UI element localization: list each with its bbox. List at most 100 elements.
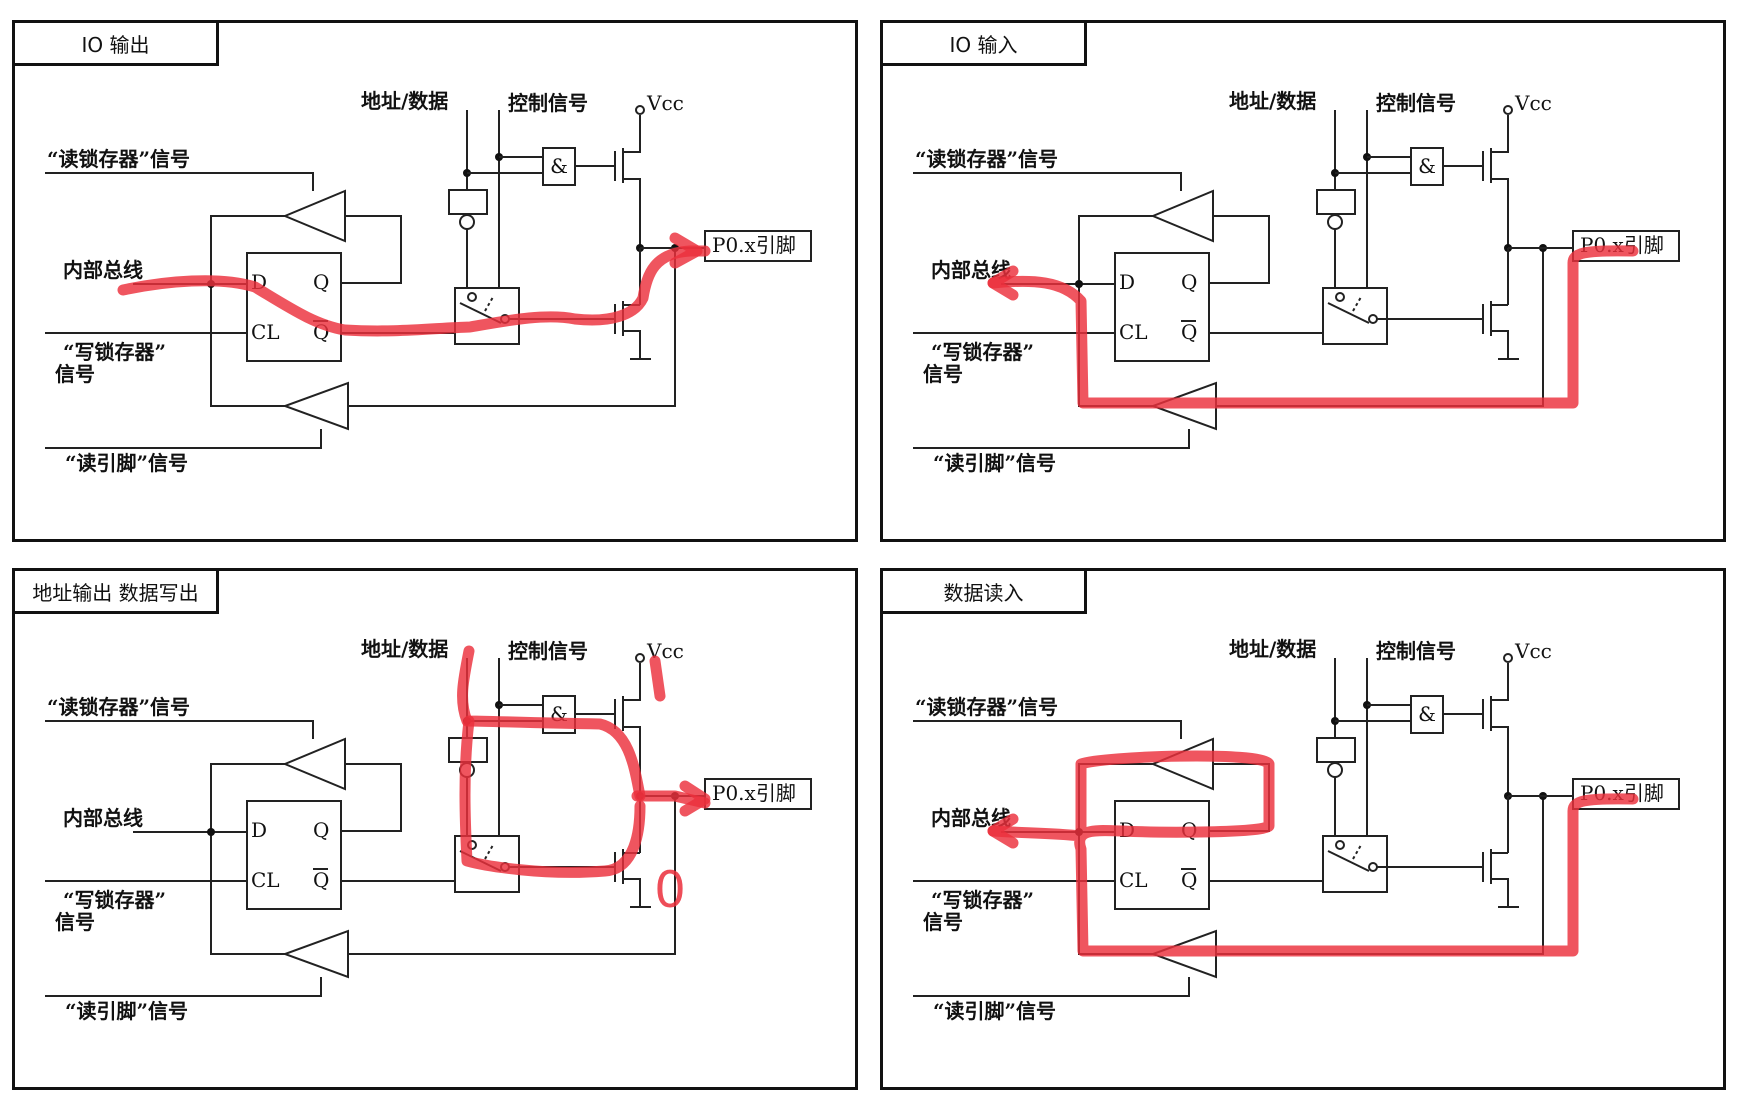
pin-label: P0.x引脚 [712, 781, 796, 805]
mux-control-dash [1352, 844, 1362, 860]
upper-fet-drain [1491, 663, 1509, 701]
label-write-latch-signal-2: 信号 [55, 362, 95, 386]
inverter-block [1316, 737, 1356, 763]
lower-fet-source [623, 330, 641, 359]
mux-lever [1327, 850, 1370, 872]
tri-buffer-latch [1150, 189, 1214, 243]
wire-pin-feedback [348, 796, 676, 955]
ff-label-q: Q [1181, 270, 1197, 294]
wire-q-to-buffer [341, 215, 402, 284]
read-pin-line [913, 429, 1190, 449]
inverter-bubble [635, 653, 645, 663]
pin-box [704, 778, 812, 810]
d-flipflop [246, 800, 342, 910]
d-flipflop [1114, 252, 1210, 362]
pin-label: P0.x引脚 [712, 233, 796, 257]
panel-title: 地址输出 数据写出 [15, 571, 219, 614]
signal-path-input [987, 245, 1639, 409]
signal-path-arrowhead [679, 780, 711, 817]
panel-title: IO 输出 [15, 23, 219, 66]
ff-label-cl: CL [251, 320, 280, 344]
lower-fet-source [1491, 878, 1509, 907]
label-read-latch-signal: “读锁存器”信号 [47, 695, 190, 719]
inverter-bubble [635, 105, 645, 115]
label-address-data: 地址/数据 [361, 89, 448, 113]
upper-fet-source [623, 178, 641, 248]
and-gate-label: & [1418, 702, 1436, 726]
signal-path-arrowhead [987, 265, 1019, 301]
inverter-bubble [1327, 214, 1343, 230]
read-latch-line [913, 172, 1182, 191]
mark-stroke [649, 655, 666, 702]
tri-buffer-pin [282, 381, 349, 431]
upper-fet-source [1491, 726, 1509, 796]
read-latch-line [913, 720, 1182, 739]
label-write-latch-signal: “写锁存器” [931, 888, 1034, 912]
tri-buffer-latch [282, 737, 346, 791]
label-address-data: 地址/数据 [1229, 637, 1316, 661]
read-latch-line [45, 172, 314, 191]
label-read-pin-signal: “读引脚”信号 [65, 999, 188, 1023]
label-read-pin-signal: “读引脚”信号 [933, 999, 1056, 1023]
ff-label-qbar: Q [1181, 320, 1197, 344]
panel-title: IO 输入 [883, 23, 1087, 66]
ff-label-qbar: Q [1181, 868, 1197, 892]
label-control-signal: 控制信号 [1376, 639, 1456, 663]
label-write-latch-signal: “写锁存器” [63, 340, 166, 364]
wire-pin-feedback [348, 248, 676, 407]
read-latch-line [45, 720, 314, 739]
wire-q-to-buffer [341, 763, 402, 832]
lower-fet-source [623, 878, 641, 907]
wire-bus-rail [210, 215, 285, 407]
inverter-bubble [1335, 840, 1345, 850]
label-vcc: Vcc [1514, 639, 1552, 663]
label-read-latch-signal: “读锁存器”信号 [915, 695, 1058, 719]
pin-box [704, 230, 812, 262]
label-internal-bus: 内部总线 [63, 258, 143, 282]
ff-label-d: D [251, 818, 267, 842]
label-read-latch-signal: “读锁存器”信号 [915, 147, 1058, 171]
panel-title: 数据读入 [883, 571, 1087, 614]
junction-dot [207, 828, 215, 836]
label-write-latch-signal: “写锁存器” [63, 888, 166, 912]
ff-label-cl: CL [1119, 320, 1148, 344]
inverter-bubble [1368, 862, 1378, 872]
signal-path-arrowhead [669, 232, 703, 269]
ff-label-cl: CL [251, 868, 280, 892]
ff-label-qbar: Q [313, 868, 329, 892]
mux-control-dash [484, 844, 494, 860]
mux-control-dash [484, 296, 494, 312]
signal-path-output [117, 245, 711, 337]
label-read-pin-signal: “读引脚”信号 [65, 451, 188, 475]
mux-lever [1327, 302, 1370, 324]
label-write-latch-signal-2: 信号 [55, 910, 95, 934]
label-write-latch-signal-2: 信号 [923, 910, 963, 934]
read-pin-line [45, 429, 322, 449]
tri-buffer-pin [282, 929, 349, 979]
ff-label-q: Q [313, 818, 329, 842]
and-gate-label: & [1418, 154, 1436, 178]
tri-buffer-latch [1150, 737, 1214, 791]
ff-label-cl: CL [1119, 868, 1148, 892]
label-write-latch-signal-2: 信号 [923, 362, 963, 386]
lower-fet-source [1491, 330, 1509, 359]
wire-q-to-buffer [1209, 763, 1270, 832]
read-pin-line [45, 977, 322, 997]
and-gate [542, 147, 576, 186]
and-gate-label: & [550, 154, 568, 178]
signal-path-address [457, 645, 646, 802]
upper-fet-source [1491, 178, 1509, 248]
label-internal-bus: 内部总线 [63, 806, 143, 830]
and-gate [1410, 695, 1444, 734]
inverter-bubble [467, 292, 477, 302]
signal-path-arrowhead [987, 813, 1019, 849]
inverter-bubble [1368, 314, 1378, 324]
inverter-block [1316, 189, 1356, 215]
inverter-bubble [1503, 653, 1513, 663]
upper-fet-drain [1491, 115, 1509, 153]
